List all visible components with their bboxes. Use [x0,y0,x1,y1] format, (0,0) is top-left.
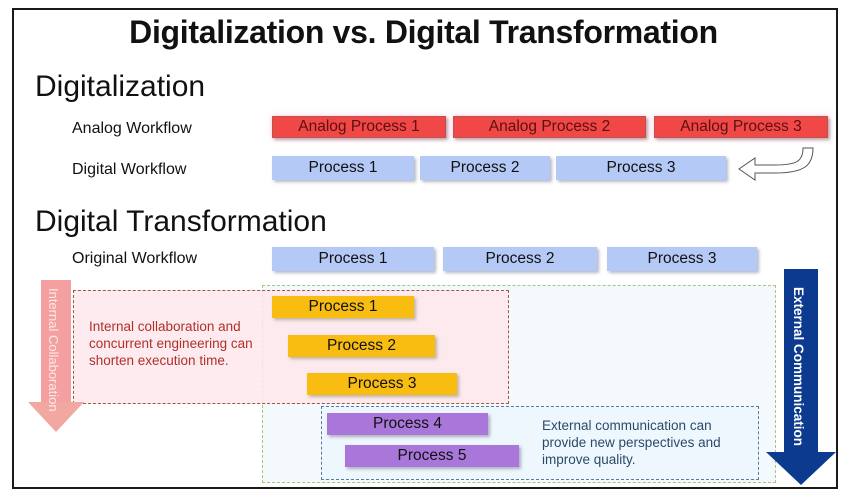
internal-collaboration-arrow-icon [28,280,84,432]
external-process-5: Process 5 [345,445,519,467]
external-communication-arrow-icon [766,269,836,485]
internal-process-2: Process 2 [288,335,435,357]
internal-process-1: Process 1 [272,296,414,318]
original-workflow-label: Original Workflow [72,250,198,267]
external-process-4: Process 4 [327,413,488,435]
internal-collaboration-note: Internal collaboration and concurrent en… [89,319,253,368]
original-process-1: Process 1 [272,247,434,271]
curved-arrow-left-icon [738,147,814,181]
external-communication-note: External communication can provide new p… [542,418,721,467]
analog-process-3: Analog Process 3 [654,116,828,138]
diagram-title: Digitalization vs. Digital Transformatio… [129,14,718,50]
internal-process-3: Process 3 [307,373,457,395]
digital-workflow-label: Digital Workflow [72,161,187,178]
analog-process-1: Analog Process 1 [272,116,446,138]
original-process-3: Process 3 [607,247,757,271]
digital-process-3: Process 3 [556,156,726,180]
digitalization-heading: Digitalization [35,70,206,103]
internal-collaboration-label: Internal Collaboration [46,288,61,412]
digital-process-1: Process 1 [272,156,414,180]
external-communication-label: External Communication [791,287,806,447]
analog-workflow-label: Analog Workflow [72,120,192,137]
digital-transformation-heading: Digital Transformation [35,205,327,238]
original-process-2: Process 2 [443,247,597,271]
digital-process-2: Process 2 [420,156,550,180]
analog-process-2: Analog Process 2 [453,116,646,138]
